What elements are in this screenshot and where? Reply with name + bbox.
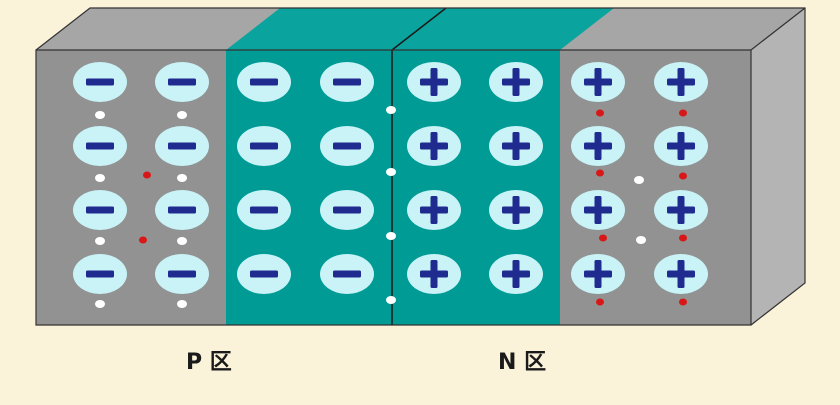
electron-dot: [596, 169, 604, 177]
minus-circle-icon: [73, 62, 127, 102]
minus-circle-icon: [237, 190, 291, 230]
minus-circle-icon: [237, 254, 291, 294]
plus-circle-icon: [407, 254, 461, 294]
hole-dot: [177, 174, 187, 182]
hole-dot: [386, 168, 396, 176]
plus-circle-icon: [489, 190, 543, 230]
plus-circle-icon: [571, 126, 625, 166]
minus-circle-icon: [237, 62, 291, 102]
hole-dot: [95, 174, 105, 182]
plus-circle-icon: [571, 254, 625, 294]
minus-circle-icon: [155, 62, 209, 102]
electron-dot: [679, 172, 687, 180]
plus-circle-icon: [654, 126, 708, 166]
hole-dot: [634, 176, 644, 184]
plus-circle-icon: [654, 62, 708, 102]
minus-circle-icon: [320, 190, 374, 230]
plus-circle-icon: [571, 62, 625, 102]
hole-dot: [95, 111, 105, 119]
hole-dot: [386, 232, 396, 240]
plus-circle-icon: [654, 190, 708, 230]
hole-dot: [95, 237, 105, 245]
plus-circle-icon: [489, 126, 543, 166]
carrier-layer: [95, 106, 687, 308]
minus-circle-icon: [320, 126, 374, 166]
plus-circle-icon: [407, 126, 461, 166]
plus-circle-icon: [407, 190, 461, 230]
p-region-label: P 区: [186, 350, 232, 375]
n-region-label: N 区: [498, 350, 547, 375]
electron-dot: [679, 109, 687, 117]
hole-dot: [177, 300, 187, 308]
electron-dot: [596, 109, 604, 117]
minus-circle-icon: [155, 254, 209, 294]
hole-dot: [177, 237, 187, 245]
block-outline: [35, 7, 806, 326]
hole-dot: [386, 296, 396, 304]
plus-circle-icon: [654, 254, 708, 294]
ion-layer: [73, 62, 708, 294]
minus-circle-icon: [320, 254, 374, 294]
minus-circle-icon: [73, 190, 127, 230]
minus-circle-icon: [155, 190, 209, 230]
plus-circle-icon: [571, 190, 625, 230]
block-side-face: [751, 8, 805, 325]
electron-dot: [143, 171, 151, 179]
electron-dot: [139, 236, 147, 244]
minus-circle-icon: [237, 126, 291, 166]
hole-dot: [386, 106, 396, 114]
minus-circle-icon: [73, 126, 127, 166]
hole-dot: [636, 236, 646, 244]
hole-dot: [95, 300, 105, 308]
plus-circle-icon: [489, 62, 543, 102]
minus-circle-icon: [155, 126, 209, 166]
minus-circle-icon: [320, 62, 374, 102]
hole-dot: [177, 111, 187, 119]
minus-circle-icon: [73, 254, 127, 294]
electron-dot: [596, 298, 604, 306]
electron-dot: [679, 234, 687, 242]
plus-circle-icon: [407, 62, 461, 102]
plus-circle-icon: [489, 254, 543, 294]
junction-top-line: [391, 7, 447, 51]
electron-dot: [599, 234, 607, 242]
electron-dot: [679, 298, 687, 306]
